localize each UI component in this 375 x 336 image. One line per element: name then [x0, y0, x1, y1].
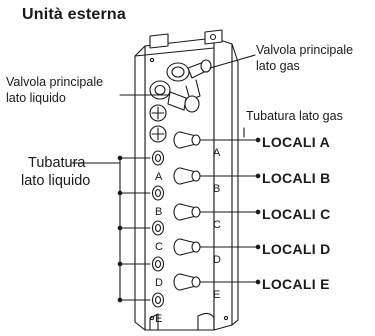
liquid-port-letter-c: C	[155, 241, 163, 253]
liquid-port-letter-d: D	[155, 277, 163, 289]
gas-port-letter-e: E	[213, 289, 220, 301]
gas-port-letter-a: A	[213, 147, 221, 159]
liquid-main-valve-label-line2: lato liquido	[6, 91, 66, 105]
liquid-port-d	[117, 256, 165, 272]
gas-main-valve-label-line1: Valvola principale	[256, 43, 354, 57]
gas-port-c	[173, 203, 261, 221]
liquid-port-b	[117, 185, 165, 201]
gas-port-letter-d: D	[213, 254, 221, 266]
room-label-a: LOCALI A	[262, 134, 330, 150]
room-label-c: LOCALI C	[262, 206, 331, 222]
gas-port-d	[173, 238, 261, 256]
room-label-b: LOCALI B	[262, 170, 331, 186]
liquid-main-valve-label-line1: Valvola principale	[6, 75, 104, 89]
gas-main-valve	[166, 59, 212, 101]
gas-port-e	[173, 273, 261, 291]
liquid-pipe-label-line1: Tubatura	[28, 155, 86, 171]
liquid-port-a	[117, 150, 165, 166]
liquid-port-e	[117, 292, 165, 308]
liquid-port-c	[117, 220, 165, 236]
panel-knobs	[149, 104, 167, 143]
liquid-port-letter-a: A	[155, 171, 163, 183]
gas-port-letter-c: C	[213, 219, 221, 231]
liquid-pipe-label-line2: lato liquido	[21, 173, 91, 189]
diagram-title: Unità esterna	[22, 6, 126, 23]
gas-port-letter-b: B	[213, 183, 220, 195]
gas-main-valve-label-line2: lato gas	[256, 59, 300, 73]
gas-port-a	[173, 131, 261, 149]
gas-port-b	[173, 167, 261, 185]
room-label-e: LOCALI E	[262, 276, 330, 292]
room-label-d: LOCALI D	[262, 241, 331, 257]
gas-pipe-label: Tubatura lato gas	[246, 109, 343, 123]
liquid-port-letter-e: E	[155, 313, 162, 325]
liquid-port-letter-b: B	[155, 206, 162, 218]
leader-lines	[71, 54, 256, 164]
